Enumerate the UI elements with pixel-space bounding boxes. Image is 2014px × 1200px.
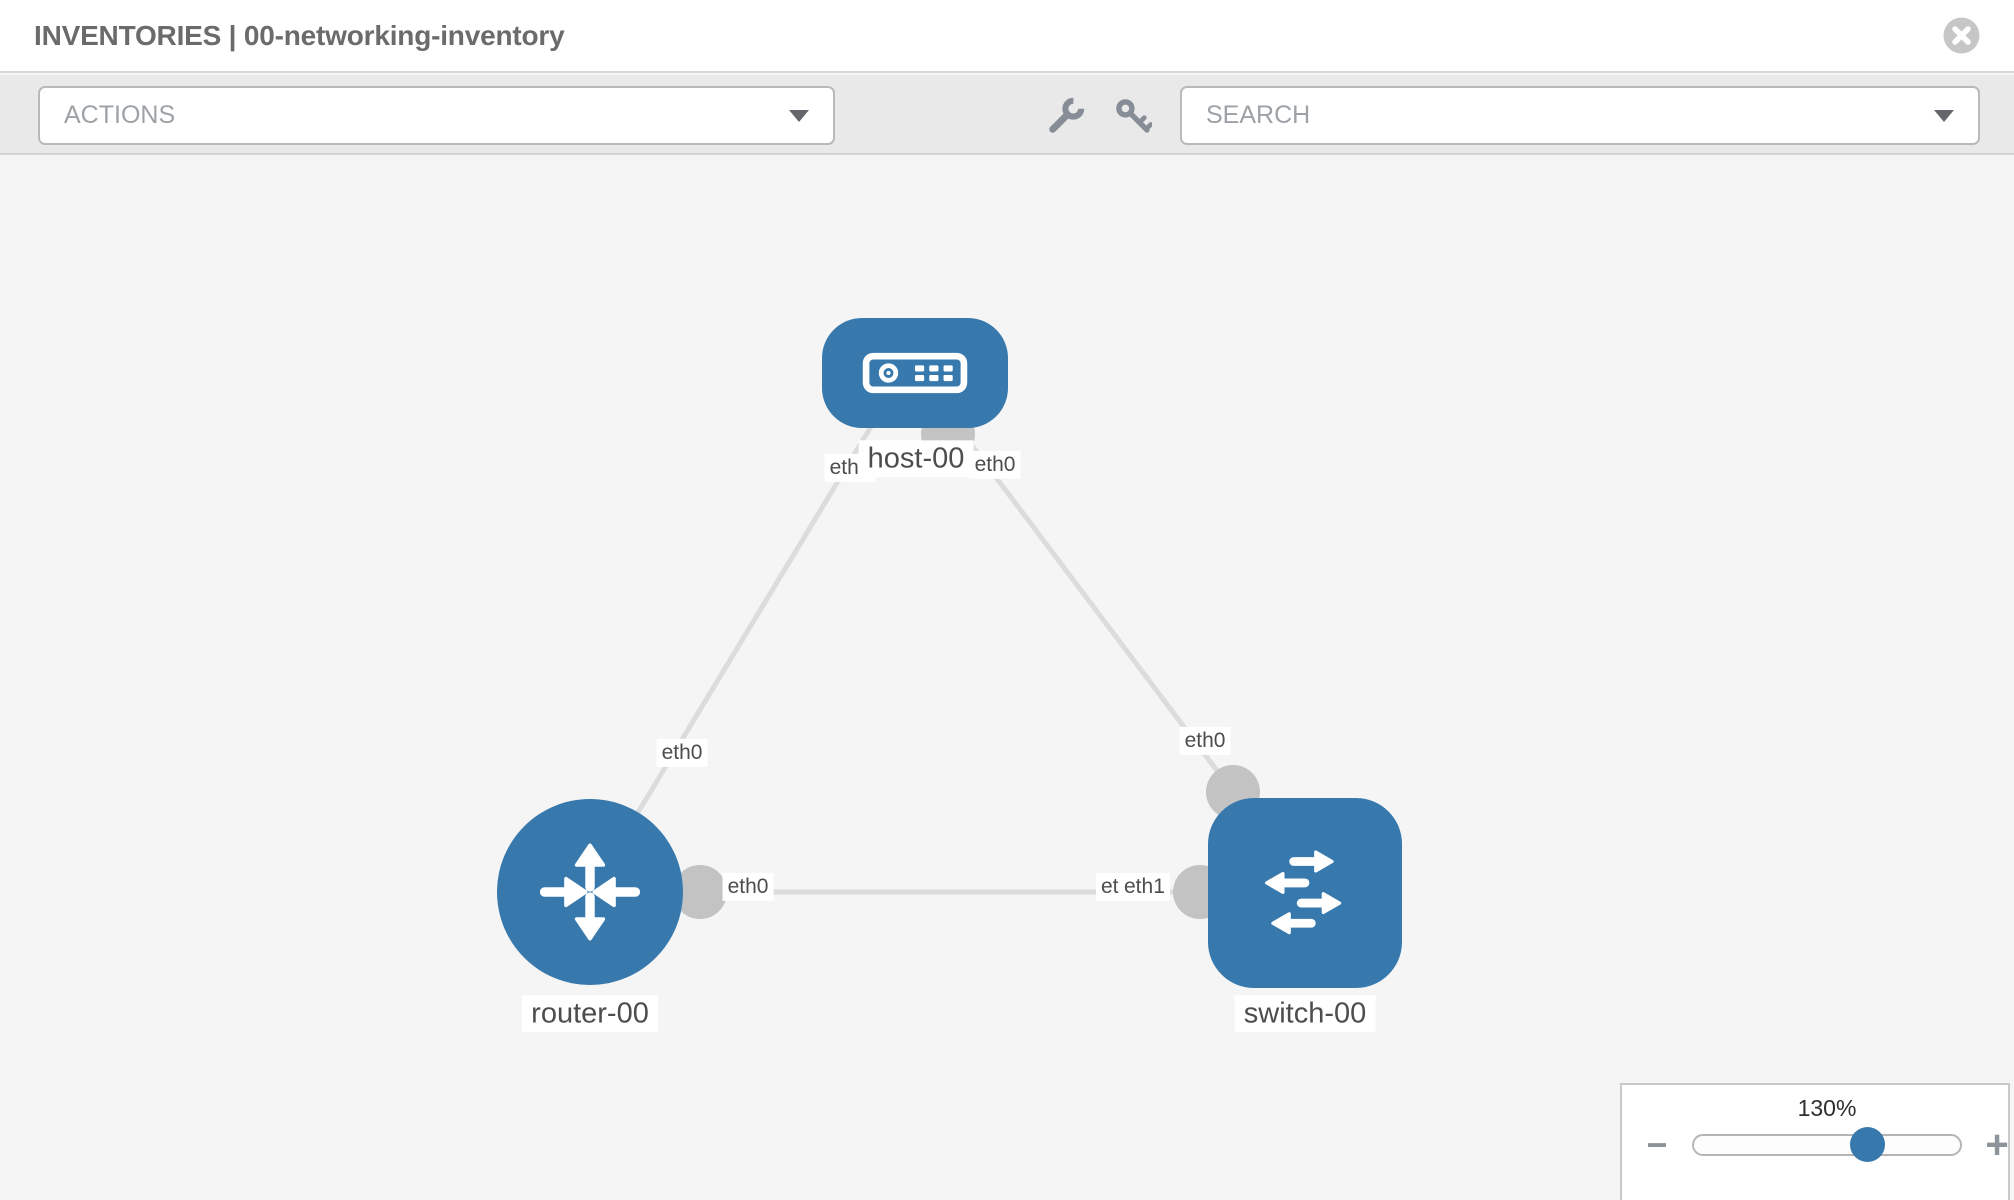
router-icon (539, 843, 641, 941)
node-label-router-00: router-00 (522, 995, 658, 1033)
chevron-down-icon (1934, 109, 1954, 122)
interface-label: eth0 (656, 738, 708, 768)
close-icon (1943, 17, 1980, 54)
node-host-00[interactable] (822, 318, 1008, 428)
page-title: INVENTORIES | 00-networking-inventory (34, 19, 565, 51)
actions-dropdown-label: ACTIONS (64, 101, 176, 129)
zoom-panel: 130% − + (1620, 1083, 2010, 1200)
wrench-icon (1049, 97, 1085, 133)
interface-label: eth0 (969, 450, 1021, 480)
configure-button[interactable] (1047, 97, 1085, 135)
topology-canvas[interactable]: eth0 eth0 eth0 eth0 eth0 eth0 eth1 host-… (0, 157, 2014, 1200)
interface-label: eth0 (1179, 726, 1231, 756)
close-button[interactable] (1943, 17, 1980, 54)
topology-links (587, 413, 1235, 895)
zoom-slider-track[interactable] (1692, 1127, 1962, 1162)
zoom-slider-row: − + (1622, 1123, 2008, 1167)
switch-icon (1264, 850, 1342, 935)
zoom-out-button[interactable]: − (1646, 1124, 1668, 1165)
actions-dropdown[interactable]: ACTIONS (38, 86, 835, 145)
credentials-button[interactable] (1114, 97, 1154, 135)
node-router-00[interactable] (497, 799, 683, 985)
search-dropdown-label: SEARCH (1206, 101, 1311, 129)
zoom-level-value: 130% (1797, 1095, 1857, 1121)
node-label-switch-00: switch-00 (1234, 995, 1376, 1033)
host-icon (862, 352, 968, 394)
node-label-host-00: host-00 (858, 440, 974, 478)
toolbar: ACTIONS SEARCH (0, 75, 2014, 155)
interface-label: eth1 (1119, 873, 1170, 902)
header: INVENTORIES | 00-networking-inventory (0, 0, 2014, 73)
search-dropdown[interactable]: SEARCH (1180, 86, 1980, 145)
key-icon (1116, 99, 1154, 133)
interface-label-overlapped: eth0 (1096, 873, 1123, 902)
chevron-down-icon (789, 109, 809, 122)
node-switch-00[interactable] (1208, 798, 1402, 988)
zoom-in-button[interactable]: + (1985, 1123, 2009, 1167)
zoom-slider-thumb[interactable] (1850, 1127, 1885, 1162)
interface-label: eth0 (722, 872, 774, 902)
